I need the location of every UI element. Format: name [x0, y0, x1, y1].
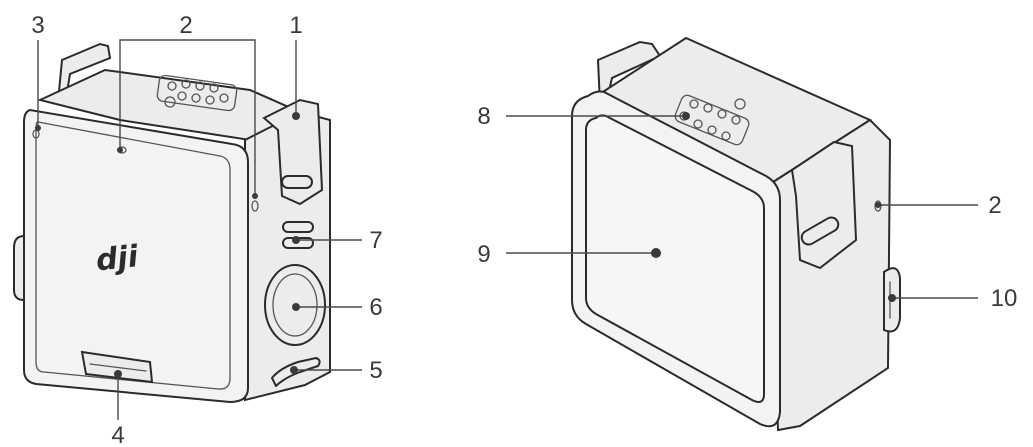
callout-4: 4: [111, 422, 124, 447]
callout-5: 5: [369, 357, 382, 384]
clip-slot-right: [800, 216, 840, 246]
magnetic-clip-left: [262, 98, 324, 206]
callout-labels: 1 2 3 4 5 6 7 8 9 2 10: [31, 12, 1017, 447]
callout-7: 7: [369, 227, 382, 254]
side-nub-left: [13, 234, 25, 302]
pogo-pins-left: [156, 74, 238, 112]
callout-6: 6: [369, 294, 382, 321]
magnetic-clip-right: [790, 140, 858, 270]
right-device: [571, 36, 901, 432]
callout-1: 1: [289, 12, 302, 39]
callout-leaders: [35, 39, 978, 420]
clip-slot-left: [281, 175, 313, 189]
callout-2-left: 2: [179, 12, 192, 39]
callout-10: 10: [991, 285, 1018, 312]
callout-9: 9: [477, 241, 490, 268]
mic-hole-side-left: [251, 200, 259, 212]
callout-2-right: 2: [988, 192, 1001, 219]
callout-3: 3: [31, 12, 44, 39]
front-face-left: [23, 108, 249, 404]
callout-8: 8: [477, 103, 490, 130]
mic-hole-right: [874, 200, 882, 212]
left-device: dji: [13, 42, 331, 404]
dji-logo: dji: [94, 239, 140, 278]
usb-c-port: [271, 357, 321, 387]
